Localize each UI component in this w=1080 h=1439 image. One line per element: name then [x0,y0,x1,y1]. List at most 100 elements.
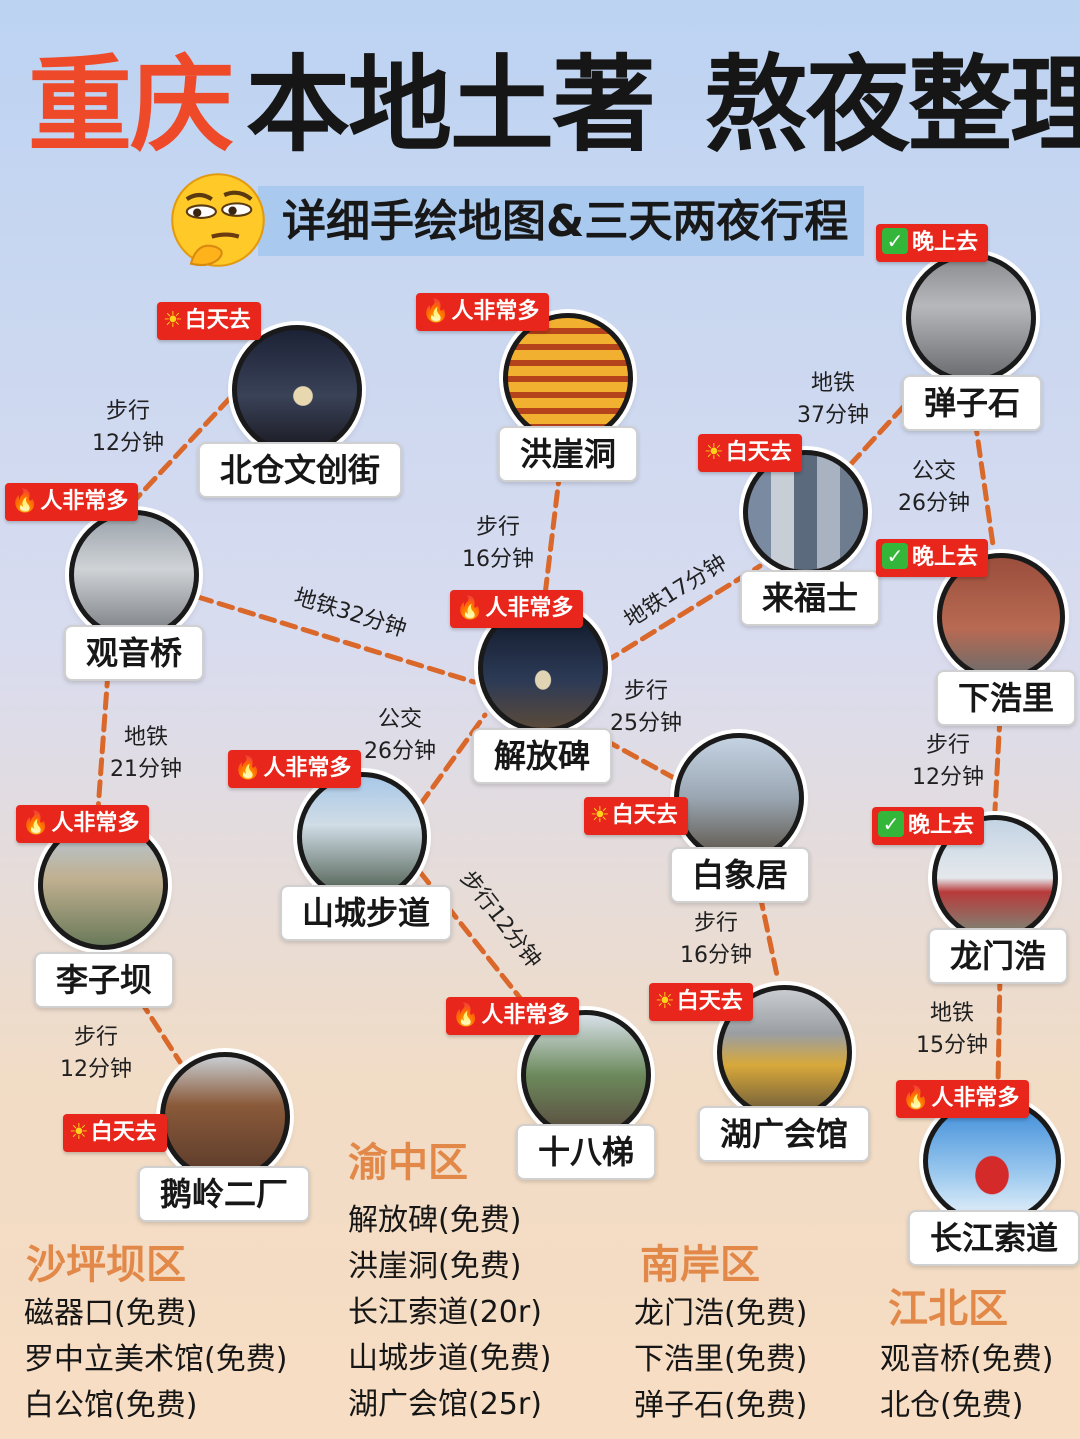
tag-guanyinqiao-crowd: 🔥人非常多 [5,483,139,521]
spot-label-guanyinqiao[interactable]: 观音桥 [64,625,205,681]
list-item: 弹子石(免费) [634,1388,808,1423]
spot-label-eling[interactable]: 鹅岭二厂 [138,1166,311,1222]
district-title-nanan: 南岸区 [640,1242,760,1288]
fire-icon: 🔥 [456,596,484,621]
tag-danzishi-night: ✓晚上去 [876,224,989,262]
route-danzishi-xiahaoli [972,417,996,548]
list-item: 北仓(免费) [880,1388,1024,1423]
tag-hongyadong-crowd: 🔥人非常多 [416,293,550,331]
spot-label-laifushi[interactable]: 来福士 [740,570,881,626]
tag-shanchengbudao-crowd: 🔥人非常多 [228,750,362,788]
photo-hongyadong [503,313,633,443]
fire-icon: 🔥 [11,489,39,514]
photo-guanyinqiao [69,510,199,640]
list-item: 长江索道(20r) [348,1295,542,1330]
spot-label-shibati[interactable]: 十八梯 [516,1124,657,1180]
route-jiefangbei-baixiangju [602,737,677,781]
list-item: 解放碑(免费) [348,1203,522,1238]
page-title: 重庆本地土著熬夜整理 [28,40,1080,170]
route-guanyinqiao-jiefangbei [195,594,477,685]
photo-baixiangju [674,733,804,863]
list-item: 龙门浩(免费) [634,1296,808,1331]
subtitle: 详细手绘地图&三天两夜行程 [282,196,849,247]
spot-label-xiahaoli[interactable]: 下浩里 [936,670,1077,726]
list-item: 观音桥(免费) [880,1342,1054,1377]
spot-label-jiefangbei[interactable]: 解放碑 [472,728,613,784]
fire-icon: 🔥 [902,1086,930,1111]
photo-danzishi [906,253,1036,383]
district-list-jiangbei: 观音桥(免费) 北仓(免费) [880,1337,1053,1429]
sun-icon: ☀ [704,440,724,465]
route-hongyadong-jiefangbei [542,467,563,598]
photo-shibati [521,1010,651,1140]
district-title-jiangbei: 江北区 [888,1286,1008,1332]
route-baixiangju-huguanghuiguan [757,892,781,983]
list-item: 湖广会馆(25r) [348,1387,542,1422]
route-jiefangbei-laifushi [602,563,763,665]
spot-label-huguanghuiguan[interactable]: 湖广会馆 [698,1106,871,1162]
spot-label-baixiangju[interactable]: 白象居 [670,847,811,903]
sun-icon: ☀ [163,308,183,333]
route-beicang-guanyinqiao [132,395,233,503]
tag-shibati-crowd: 🔥人非常多 [446,997,580,1035]
tag-laifushi-day: ☀白天去 [698,434,802,472]
district-list-shapingba: 磁器口(免费) 罗中立美术馆(免费) 白公馆(免费) [24,1291,287,1429]
list-item: 下浩里(免费) [634,1342,808,1377]
list-item: 罗中立美术馆(免费) [24,1342,288,1377]
district-title-yuzhong: 渝中区 [348,1140,468,1186]
spot-label-suodao[interactable]: 长江索道 [908,1210,1080,1266]
route-guanyinqiao-liziba [95,669,111,813]
list-item: 白公馆(免费) [24,1388,198,1423]
sun-icon: ☀ [655,989,675,1014]
title-city: 重庆 [28,44,234,166]
spot-label-shanchengbudao[interactable]: 山城步道 [280,885,453,941]
tag-baixiangju-day: ☀白天去 [584,797,688,835]
list-item: 山城步道(免费) [348,1341,552,1376]
tag-jiefangbei-crowd: 🔥人非常多 [450,590,584,628]
tag-beicang-day: ☀白天去 [157,302,261,340]
tag-huguanghuiguan-day: ☀白天去 [649,983,753,1021]
district-list-yuzhong: 解放碑(免费) 洪崖洞(免费) 长江索道(20r) 山城步道(免费) 湖广会馆(… [348,1198,551,1428]
spot-label-hongyadong[interactable]: 洪崖洞 [498,426,639,482]
tag-eling-day: ☀白天去 [63,1114,167,1152]
subtitle-bar [258,186,864,256]
sun-icon: ☀ [590,803,610,828]
title-local: 本地土著 [246,44,656,166]
photo-beicang [232,325,362,455]
route-laifushi-danzishi [847,402,908,468]
list-item: 磁器口(免费) [24,1296,198,1331]
check-icon: ✓ [878,811,904,837]
tag-longmenhao-night: ✓晚上去 [872,807,985,845]
check-icon: ✓ [882,228,908,254]
list-item: 洪崖洞(免费) [348,1249,522,1284]
route-xiahaoli-longmenhao [992,713,1003,813]
spot-label-danzishi[interactable]: 弹子石 [902,375,1043,431]
tag-xiahaoli-night: ✓晚上去 [876,539,989,577]
route-liziba-eling [137,997,183,1065]
photo-eling [160,1052,290,1182]
thinking-emoji-icon [171,173,265,267]
spot-label-liziba[interactable]: 李子坝 [34,952,175,1008]
sun-icon: ☀ [69,1120,89,1145]
tag-liziba-crowd: 🔥人非常多 [16,805,150,843]
title-night: 熬夜整理 [704,44,1080,166]
tag-suodao-crowd: 🔥人非常多 [896,1080,1030,1118]
spot-label-longmenhao[interactable]: 龙门浩 [928,928,1069,984]
photo-laifushi [743,450,868,575]
spot-label-beicang[interactable]: 北仓文创街 [198,442,403,498]
fire-icon: 🔥 [234,756,262,781]
fire-icon: 🔥 [452,1003,480,1028]
district-title-shapingba: 沙坪坝区 [26,1242,186,1288]
fire-icon: 🔥 [22,811,50,836]
